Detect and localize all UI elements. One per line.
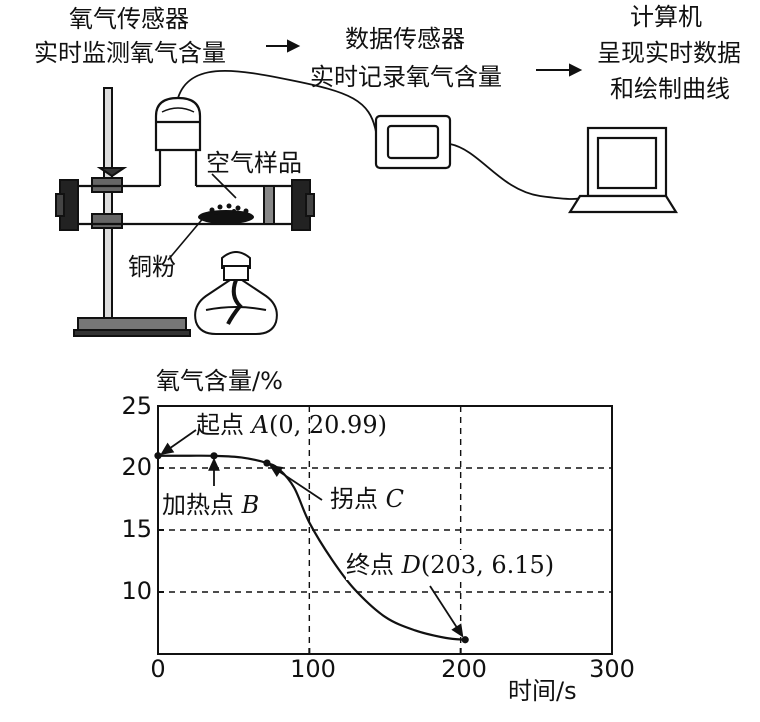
computer-label-line1: 计算机 [630,3,702,31]
annotation-heating-text: 加热点 [162,491,234,519]
copper-powder-label: 铜粉 [128,253,176,281]
arrow-to-C-head [269,464,284,477]
x-tick-200: 200 [441,655,487,683]
alcohol-lamp [194,251,278,335]
arrow-to-D [429,585,464,638]
y-tick-25: 25 [121,392,152,420]
sensor-label-line2: 实时监测氧气含量 [34,39,226,67]
sensor-label-line1: 氧气传感器 [69,5,189,33]
annotation-inflection-letter: C [385,485,405,513]
annotation-start-letter: A [251,411,269,439]
annotation-end-letter: D [401,551,421,579]
annotation-inflection-point: 拐点 C [330,484,404,514]
computer-label-line3: 和绘制曲线 [610,75,730,103]
x-tick-0: 0 [150,655,166,683]
x-tick-100: 100 [290,655,336,683]
apparatus-diagram [55,39,678,337]
arrow-to-C [269,464,323,501]
chart-grid [158,406,612,654]
tube-stoppers [55,179,315,231]
annotation-end-text: 终点 [346,551,394,579]
air-sample-label: 空气样品 [206,149,302,177]
point-D [461,636,469,644]
x-axis-label: 时间/s [508,677,577,705]
x-tick-300: 300 [589,655,635,683]
point-A [154,452,162,460]
data-logger-label-line1: 数据传感器 [345,25,465,53]
annotation-end-coords: (203, 6.15) [420,551,555,579]
arrow-logger-to-computer [536,63,583,77]
y-tick-20: 20 [121,453,152,481]
copper-leader [167,215,206,261]
arrow-to-B-head [208,457,220,471]
arrow-to-D-line [429,585,463,637]
copper-powder [198,203,254,224]
arrow-sensor-to-logger [266,39,301,53]
arrow-to-D-head [451,623,464,638]
y-tick-10: 10 [121,577,152,605]
annotation-heating-letter: B [241,491,260,519]
point-C [263,459,271,467]
annotation-arrows [160,429,464,638]
chart-ticks [158,405,462,654]
arrow-to-A [160,429,197,455]
oxygen-sensor [154,96,202,152]
iron-stand [73,87,191,337]
annotation-start-coords: (0, 20.99) [268,411,387,439]
annotation-start-point: 起点 A(0, 20.99) [196,410,387,440]
logger-cable [449,143,587,200]
computer-label-line2: 呈现实时数据 [597,39,741,67]
arrow-to-C-line [270,465,323,501]
plot-frame [157,405,613,655]
data-logger-label-line2: 实时记录氧气含量 [310,63,502,91]
laptop-computer [568,126,678,214]
annotation-end-point: 终点 D(203, 6.15) [346,550,555,580]
y-tick-15: 15 [121,515,152,543]
annotation-inflection-text: 拐点 [330,485,378,513]
arrow-to-A-head [160,442,175,455]
data-logger [374,114,452,170]
reaction-tube [76,150,296,226]
arrow-to-A-line [161,429,197,455]
sensor-cable [177,70,377,133]
air-sample-leader [211,173,237,199]
annotation-start-text: 起点 [196,411,244,439]
point-B [210,452,218,460]
chart-points [154,452,469,644]
oxygen-curve [157,454,466,641]
arrow-to-B [208,457,220,486]
y-axis-label: 氧气含量/% [156,367,283,395]
annotation-heating-point: 加热点 B [162,490,259,520]
